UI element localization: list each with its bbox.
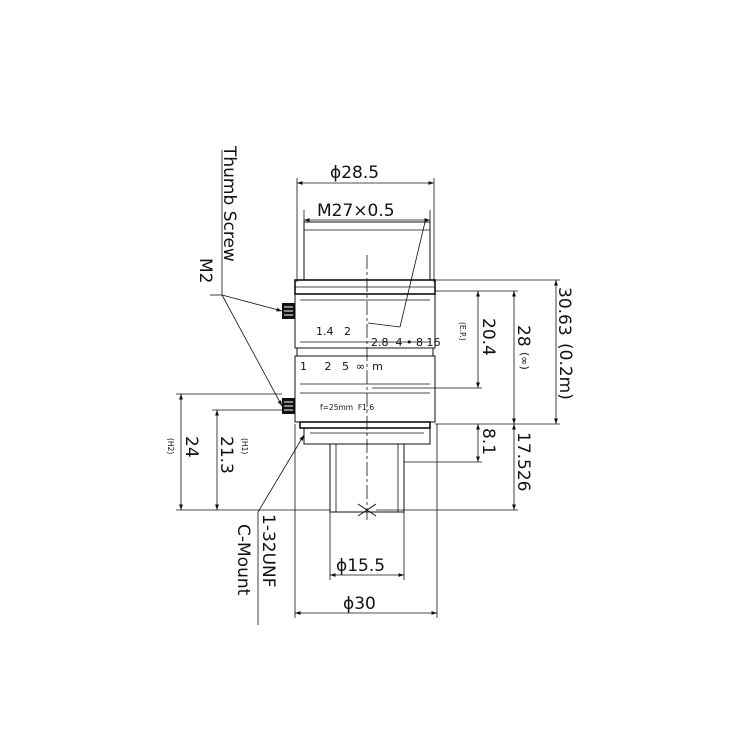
- filter-thread-section: [303, 221, 431, 281]
- dim-body-diameter: ϕ30: [343, 594, 376, 614]
- dim-length-close: 30.63: [554, 287, 574, 336]
- mid-band: [296, 347, 434, 357]
- dim-flange-focal: 17.526: [513, 432, 533, 491]
- dim-entrance-pupil: 20.4: [478, 318, 498, 356]
- dim-length-infinity: 28: [513, 325, 533, 347]
- image-plane-mark: [357, 503, 377, 517]
- callout-mount-type: C-Mount: [233, 524, 253, 596]
- dim-rear-height-h1: 21.3: [216, 436, 236, 474]
- distance-scale-text: 1 2 5 ∞ m: [300, 360, 383, 373]
- bottom-collar: [299, 421, 431, 429]
- aperture-scale-text: 1.4 2: [316, 325, 351, 338]
- mount-barrel: [329, 443, 405, 513]
- dim-flange-length: 8.1: [478, 428, 498, 455]
- dim-entrance-pupil-note: (E.P.): [458, 322, 467, 341]
- dim-rear-height-h2: 24: [181, 436, 201, 458]
- callout-thumb-screw: Thumb Screw: [219, 145, 239, 262]
- dim-length-close-note: (0.2m): [555, 343, 575, 400]
- aperture-scale-text-2: 2.8 4 • 8 16: [371, 336, 440, 349]
- dim-rear-height-h1-note: (H1): [240, 438, 249, 454]
- dim-rear-height-h2-note: (H2): [166, 438, 175, 454]
- dim-mount-diameter: ϕ15.5: [336, 556, 385, 576]
- dim-filter-thread: M27×0.5: [317, 201, 395, 221]
- focal-marking-text: f=25mm F1.6: [320, 403, 374, 412]
- callout-m2: M2: [195, 258, 215, 283]
- callout-thread-spec: 1-32UNF: [258, 514, 278, 588]
- thumb-screw-upper: [282, 303, 295, 319]
- dim-front-diameter: ϕ28.5: [330, 163, 379, 183]
- dim-length-infinity-note: (∞): [518, 352, 531, 370]
- thumb-screw-lower: [282, 398, 295, 414]
